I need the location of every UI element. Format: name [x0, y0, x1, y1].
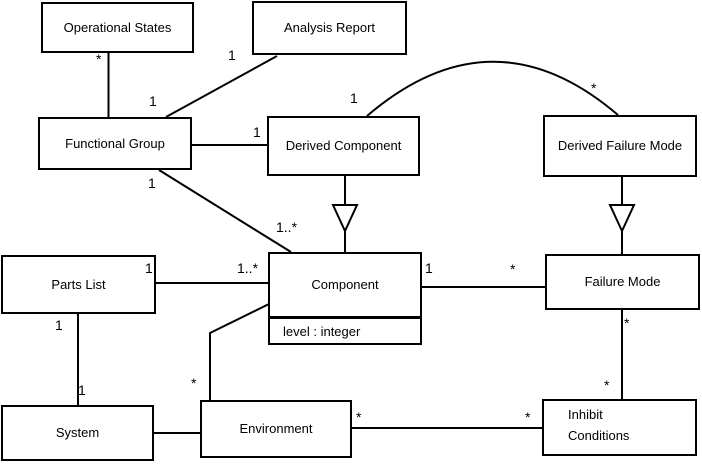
class-name: Component — [270, 254, 420, 319]
class-system: System — [1, 405, 154, 461]
multiplicity-label: * — [510, 261, 516, 277]
assoc-analysisreport-functionalgroup — [165, 55, 278, 118]
class-derived-failure-mode: Derived Failure Mode — [543, 115, 697, 177]
class-name: Parts List — [51, 276, 106, 292]
multiplicity-label: 1 — [228, 47, 236, 63]
class-derived-component: Derived Component — [267, 116, 420, 176]
multiplicity-label: * — [191, 375, 197, 391]
class-name: Derived Failure Mode — [557, 138, 683, 154]
multiplicity-label: 1 — [78, 382, 86, 398]
class-name: Environment — [239, 421, 313, 437]
assoc-derivedcomponent-derivedfailuremode-arc — [366, 60, 619, 117]
class-environment: Environment — [200, 400, 352, 458]
multiplicity-label: * — [525, 409, 531, 425]
multiplicity-label: 1 — [350, 90, 358, 106]
multiplicity-label: 1..* — [237, 260, 259, 276]
class-inhibit-conditions: Inhibit Conditions — [542, 399, 697, 456]
multiplicity-label: * — [624, 315, 630, 331]
gen-derivedcomponent-triangle-icon — [331, 204, 359, 234]
class-name: Inhibit Conditions — [568, 407, 630, 444]
class-attribute: level : integer — [283, 323, 361, 339]
class-name: Operational States — [63, 19, 172, 35]
multiplicity-label: 1..* — [276, 219, 298, 235]
multiplicity-label: * — [96, 51, 102, 67]
multiplicity-label: * — [604, 377, 610, 393]
multiplicity-label: 1 — [55, 317, 63, 333]
class-functional-group: Functional Group — [38, 117, 192, 170]
multiplicity-label: 1 — [145, 260, 153, 276]
class-name: Failure Mode — [584, 274, 661, 290]
assoc-functionalgroup-component — [158, 169, 292, 253]
class-name: Derived Component — [285, 138, 402, 154]
gen-derivedfailuremode-triangle-icon — [608, 204, 636, 234]
class-component: Component level : integer — [268, 252, 422, 345]
class-failure-mode: Failure Mode — [545, 254, 700, 310]
class-operational-states: Operational States — [41, 2, 194, 53]
class-name: Analysis Report — [283, 20, 376, 36]
class-analysis-report: Analysis Report — [252, 1, 407, 55]
multiplicity-label: 1 — [253, 124, 261, 140]
multiplicity-label: 1 — [425, 260, 433, 276]
class-parts-list: Parts List — [1, 255, 156, 314]
multiplicity-label: * — [591, 80, 597, 96]
multiplicity-label: * — [356, 409, 362, 425]
multiplicity-label: 1 — [148, 175, 156, 191]
class-name: Functional Group — [65, 135, 165, 151]
assoc-environment-component — [209, 303, 270, 401]
class-name: System — [55, 425, 100, 441]
multiplicity-label: 1 — [149, 93, 157, 109]
